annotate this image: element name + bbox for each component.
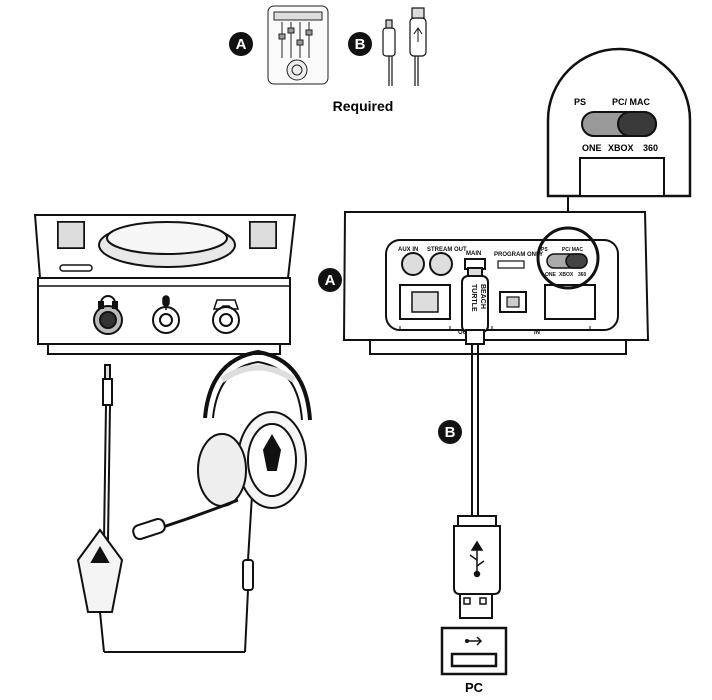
usb-icon [469,540,485,578]
svg-text:MAIN: MAIN [466,251,481,257]
svg-text:XBOX: XBOX [608,143,634,153]
required-label: Required [333,98,394,114]
svg-text:XBOX: XBOX [559,272,574,278]
svg-text:PC/ MAC: PC/ MAC [562,247,584,253]
svg-text:TURTLE: TURTLE [470,284,477,312]
badge-a-top: A [229,32,253,56]
switch-zoom-callout: PS PC/ MAC ONE XBOX 360 [546,47,692,232]
amp-thumbnail [267,5,329,85]
svg-text:BEACH: BEACH [479,284,486,309]
badge-a-mid: A [318,268,342,292]
cable-brand-text: TURTLE BEACH [470,284,486,312]
mic-icon [162,295,170,310]
required-items: A B [229,5,427,114]
amp-rear-view [342,211,650,355]
svg-text:PC/ MAC: PC/ MAC [612,97,651,107]
amp-front-view [33,214,297,355]
svg-text:A: A [325,272,336,289]
svg-text:ONE: ONE [545,272,557,278]
svg-text:AUX IN: AUX IN [398,247,418,253]
svg-text:A: A [236,36,247,53]
pc-label: PC [465,680,484,695]
svg-text:STREAM OUT: STREAM OUT [427,247,467,253]
badge-b-top: B [348,32,372,56]
rear-port-labels: AUX IN STREAM OUT MAIN PROGRAM ONLY OUT … [398,247,587,336]
usb-cable-thumbnail [382,7,427,86]
headset [132,349,312,541]
svg-text:360: 360 [643,143,658,153]
svg-text:ONE: ONE [582,143,602,153]
badge-b-mid: B [438,420,462,444]
svg-text:B: B [445,424,456,441]
headset-cable [76,364,254,653]
svg-text:B: B [355,36,366,53]
headphone-icon [98,295,118,309]
gamepad-icon [212,299,240,310]
svg-text:PROGRAM ONLY: PROGRAM ONLY [494,252,543,258]
svg-text:360: 360 [578,272,587,278]
svg-text:IN: IN [534,330,540,336]
svg-text:PS: PS [574,97,586,107]
pc-usb-port [440,626,508,676]
svg-text:PS: PS [541,247,548,253]
svg-text:OUT: OUT [458,330,471,336]
